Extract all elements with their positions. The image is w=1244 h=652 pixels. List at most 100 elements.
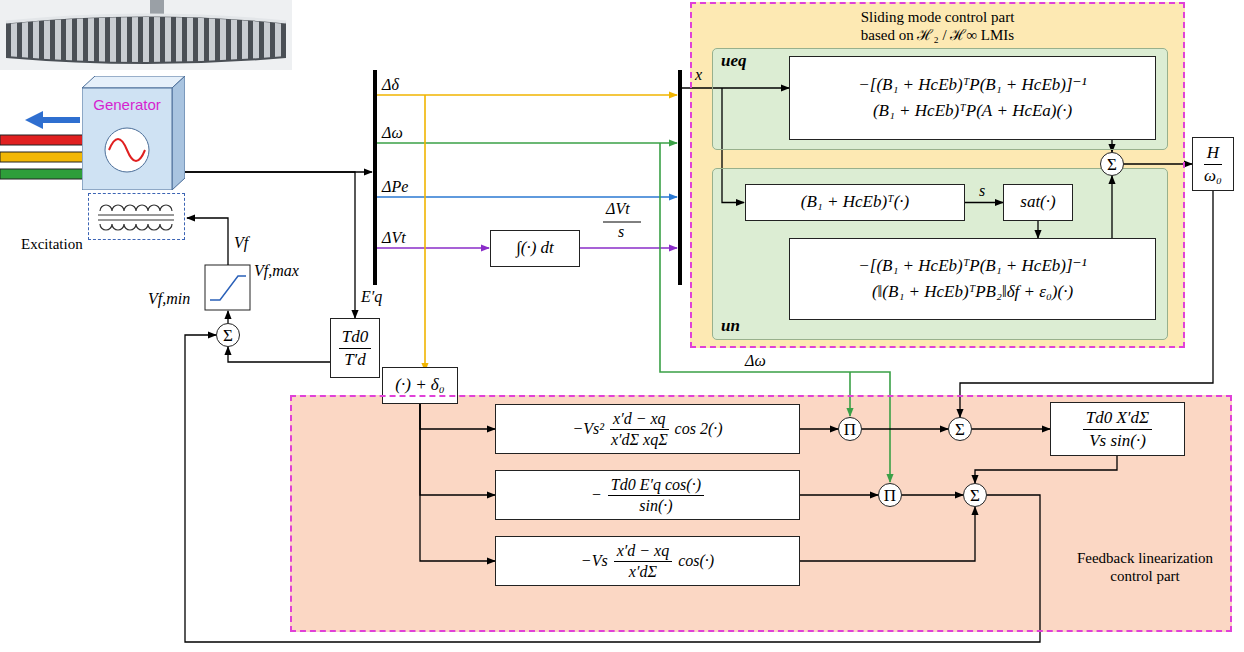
signal-wire	[580, 247, 677, 249]
core-line	[98, 215, 174, 216]
fraction: x′d − xqx′dΣ xqΣ	[610, 409, 669, 448]
signal-wire	[722, 88, 744, 203]
signal-label: ΔVt	[382, 229, 406, 247]
product-junction: Π	[838, 417, 862, 441]
integrator-block: ∫(·) dt	[490, 230, 580, 267]
formula-box: Td0 X′dΣVs sin(·)	[1050, 402, 1185, 456]
fraction-numerator: Td0 X′dΣ	[1083, 407, 1152, 429]
signal-label: Δω	[382, 124, 403, 142]
formula-box: −Vs² x′d − xqx′dΣ xqΣ cos 2(·)	[495, 404, 800, 454]
fraction-denominator: Vs sin(·)	[1089, 430, 1146, 451]
formula-text: −Vs	[581, 552, 608, 570]
signal-connector	[862, 428, 948, 429]
signal-connector	[800, 507, 975, 561]
text-holder: Td0 X′dΣVs sin(·)	[1083, 407, 1152, 451]
signal-wire	[377, 196, 677, 198]
signal-connector	[975, 456, 1117, 483]
signal-label: x	[695, 66, 702, 84]
fraction-numerator: x′d − xq	[610, 409, 669, 429]
signal-label: s	[979, 182, 985, 200]
formula-text: −[(B₁ + HcEb)ᵀP(B₁ + HcEb)]⁻¹ (B₁ + HcEb…	[798, 72, 1147, 125]
fraction-numerator: Td0	[339, 326, 371, 348]
signal-connector	[902, 494, 963, 495]
fraction-denominator: x′dΣ	[629, 562, 657, 581]
stator-slots	[6, 17, 286, 62]
text-holder: −Vsx′d − xqx′dΣcos(·)	[581, 541, 714, 580]
power-arrow	[34, 117, 80, 123]
fraction-numerator: x′d − xq	[614, 541, 673, 561]
fraction-denominator: sin(·)	[639, 496, 672, 515]
text-holder: −[(B₁ + HcEb)ᵀP(B₁ + HcEb)]⁻¹ (B₁ + HcEb…	[798, 72, 1147, 125]
text-holder: Hω₀	[1204, 142, 1222, 186]
coil-symbol	[100, 205, 172, 211]
text-holder: Σ	[955, 421, 965, 438]
signal-label: Vf,min	[148, 290, 190, 308]
fraction-denominator: T′d	[344, 349, 366, 370]
signal-connector	[1111, 140, 1112, 152]
phase-bar	[0, 152, 84, 162]
junction-symbol: Σ	[970, 487, 980, 504]
formula-text: (B₁ + HcEb)ᵀ(·)	[801, 189, 909, 215]
signal-label: E′q	[361, 288, 382, 306]
sine-wave	[109, 139, 145, 161]
junction-symbol: Σ	[223, 327, 233, 344]
text-holder: Σ	[223, 327, 233, 344]
summing-junction: Σ	[963, 483, 987, 507]
formula-text: −[(B₁ + HcEb)ᵀP(B₁ + HcEb)]⁻¹ (‖(B₁ + Hc…	[798, 253, 1147, 306]
fraction: Td0 E′q cos(·)sin(·)	[608, 475, 704, 514]
limiter-curve	[210, 276, 246, 300]
formula-box: −Td0 E′q cos(·)sin(·)	[495, 470, 800, 520]
text-holder: ∫(·) dt	[516, 235, 554, 261]
photo-ground	[0, 0, 292, 70]
signal-label: Vf,max	[254, 262, 299, 280]
formula-text: sat(·)	[1020, 189, 1055, 215]
panel-ground	[712, 168, 1168, 340]
panel-title: Sliding mode control part based on ℋ₂ / …	[818, 8, 1058, 44]
formula-text: −Vs²	[572, 420, 604, 438]
panel-title: Feedback linearization control part	[1062, 549, 1228, 585]
cube-side	[172, 76, 185, 190]
formula-text: ∫(·) dt	[516, 235, 554, 261]
signal-label: s	[618, 223, 624, 241]
formula-text: cos 2(·)	[675, 420, 723, 438]
panel-ground	[690, 2, 1185, 348]
text-holder: Σ	[970, 487, 980, 504]
fraction-numerator: H	[1204, 142, 1222, 164]
text-holder: −Vs² x′d − xqx′dΣ xqΣ cos 2(·)	[572, 409, 722, 448]
phase-bar	[0, 135, 84, 145]
bus-bar	[373, 70, 377, 285]
gain-block: Hω₀	[1192, 137, 1234, 191]
control-panel: Feedback linearization control part −Vs² x…	[290, 395, 1232, 632]
generator-cube	[82, 76, 185, 190]
product-junction: Π	[878, 483, 902, 507]
wave-frame	[105, 128, 149, 172]
signal-connector	[185, 172, 355, 318]
coil-symbol	[100, 224, 172, 230]
formula-box: −[(B₁ + HcEb)ᵀP(B₁ + HcEb)]⁻¹ (‖(B₁ + Hc…	[789, 238, 1156, 320]
control-group: un (B₁ + HcEb)ᵀ(·) sat(·) −[(B₁ + HcEb)ᵀP(B…	[712, 168, 1168, 340]
signal-wire	[682, 87, 789, 88]
signal-connector	[800, 428, 838, 429]
cube-front	[82, 88, 172, 190]
signal-wire	[377, 247, 489, 249]
text-holder: −[(B₁ + HcEb)ᵀP(B₁ + HcEb)]⁻¹ (‖(B₁ + Hc…	[798, 253, 1147, 306]
signal-wire	[424, 95, 426, 371]
text-holder: sat(·)	[1020, 189, 1055, 215]
excitation-block: Excitation	[88, 193, 185, 240]
signal-wire	[849, 372, 851, 416]
panel-ground	[290, 395, 1232, 632]
group-label: un	[721, 317, 740, 336]
block-label: Generator	[82, 96, 172, 113]
saturation-block: sat(·)	[1003, 184, 1073, 221]
panel-ground	[712, 48, 1168, 150]
control-group: ueq −[(B₁ + HcEb)ᵀP(B₁ + HcEb)]⁻¹ (B₁ + H…	[712, 48, 1168, 150]
signal-label: ΔPe	[382, 178, 408, 196]
signal-connector	[965, 202, 1003, 203]
fraction-numerator: Td0 E′q cos(·)	[608, 475, 704, 495]
offset-block: (·) + δ₀	[382, 367, 458, 404]
signal-label: ΔVt	[606, 200, 630, 218]
junction-symbol: Σ	[1107, 156, 1117, 173]
junction-symbol: Π	[844, 421, 856, 438]
group-label: ueq	[721, 52, 747, 71]
summing-junction: Σ	[216, 323, 240, 347]
